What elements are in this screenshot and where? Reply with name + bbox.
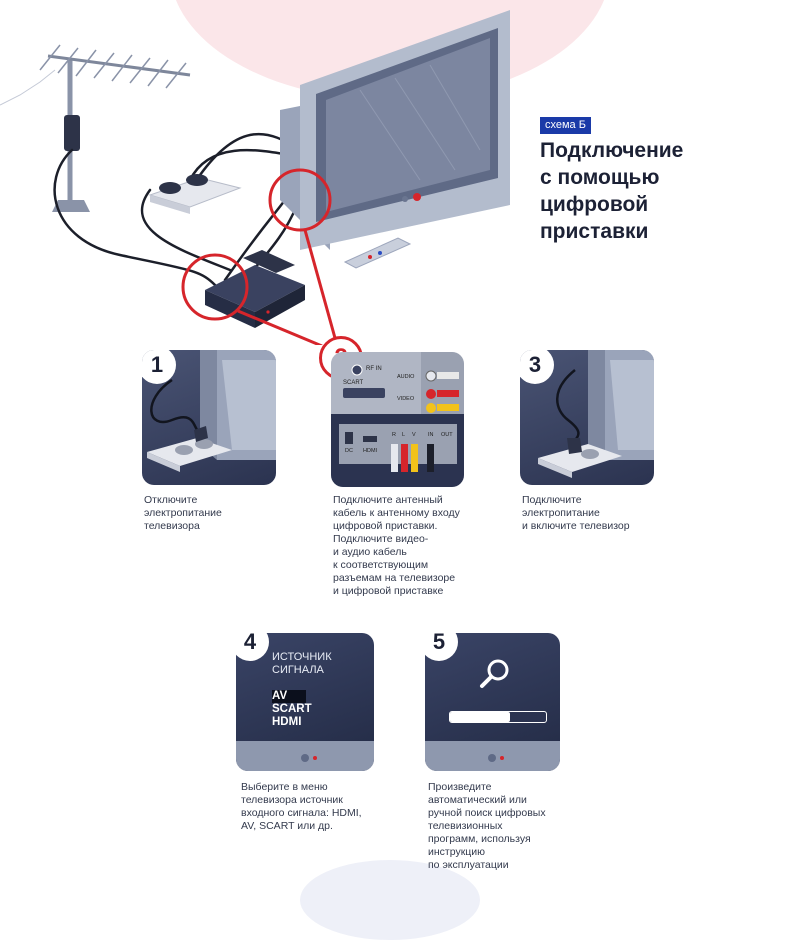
label-in: IN xyxy=(428,432,434,438)
label-l: L xyxy=(402,432,406,438)
menu-item-av[interactable]: AV xyxy=(272,690,306,703)
step-4-number: 4 xyxy=(231,623,269,661)
label-rf-in: RF IN xyxy=(366,366,382,372)
tv-icon xyxy=(280,10,510,250)
step-5-card xyxy=(425,633,560,771)
step-5-number: 5 xyxy=(420,623,458,661)
menu-item-hdmi[interactable]: HDMI xyxy=(272,716,302,728)
tv-power-button xyxy=(488,754,496,762)
background-blob-blue xyxy=(300,860,480,940)
receiver-remote-icon xyxy=(243,250,295,273)
label-scart: SCART xyxy=(343,380,364,386)
tv-power-led xyxy=(313,756,317,760)
connection-diagram xyxy=(0,10,510,345)
power-outlet-icon xyxy=(148,174,242,214)
search-icon xyxy=(480,659,509,688)
label-v: V xyxy=(412,432,416,438)
label-video: VIDEO xyxy=(397,396,415,402)
label-hdmi: HDMI xyxy=(363,448,378,454)
antenna-icon xyxy=(0,44,191,212)
tv-remote-icon xyxy=(343,237,412,269)
unplug-illustration xyxy=(147,350,276,472)
search-progress-bar xyxy=(449,711,547,723)
set-top-box-icon xyxy=(205,265,305,328)
step-4-caption: Выберите в меню телевизора источник вход… xyxy=(241,781,362,832)
label-r: R xyxy=(392,432,396,438)
menu-item-scart[interactable]: SCART xyxy=(272,703,312,715)
step-1-caption: Отключите электропитание телевизора xyxy=(144,494,222,532)
step-2-caption: Подключите антенный кабель к антенному в… xyxy=(333,494,460,597)
step-5-caption: Произведите автоматический или ручной по… xyxy=(428,781,546,871)
page-title: Подключение с помощью цифровой приставки xyxy=(540,139,684,243)
menu-heading: ИСТОЧНИК СИГНАЛА xyxy=(272,651,332,676)
label-out: OUT xyxy=(441,432,453,438)
step-3-number: 3 xyxy=(520,350,554,384)
plug-in-illustration xyxy=(538,350,654,478)
connector-panels xyxy=(331,352,464,487)
label-dc: DC xyxy=(345,448,353,454)
step-1-number: 1 xyxy=(142,350,176,384)
search-progress-fill xyxy=(450,712,511,722)
scheme-badge: схема Б xyxy=(540,117,591,134)
step-2-card: RF IN SCART AUDIO VIDEO DC HDMI R L V IN… xyxy=(331,352,464,487)
step-3-card: 3 xyxy=(520,350,654,485)
callout-circle-box xyxy=(181,253,249,321)
label-audio: AUDIO xyxy=(397,374,415,380)
step-3-caption: Подключите электропитание и включите тел… xyxy=(522,494,630,532)
tv-power-led xyxy=(500,756,504,760)
step-1-card: 1 xyxy=(142,350,276,485)
tv-power-button xyxy=(301,754,309,762)
callout-circle-tv xyxy=(268,168,332,232)
